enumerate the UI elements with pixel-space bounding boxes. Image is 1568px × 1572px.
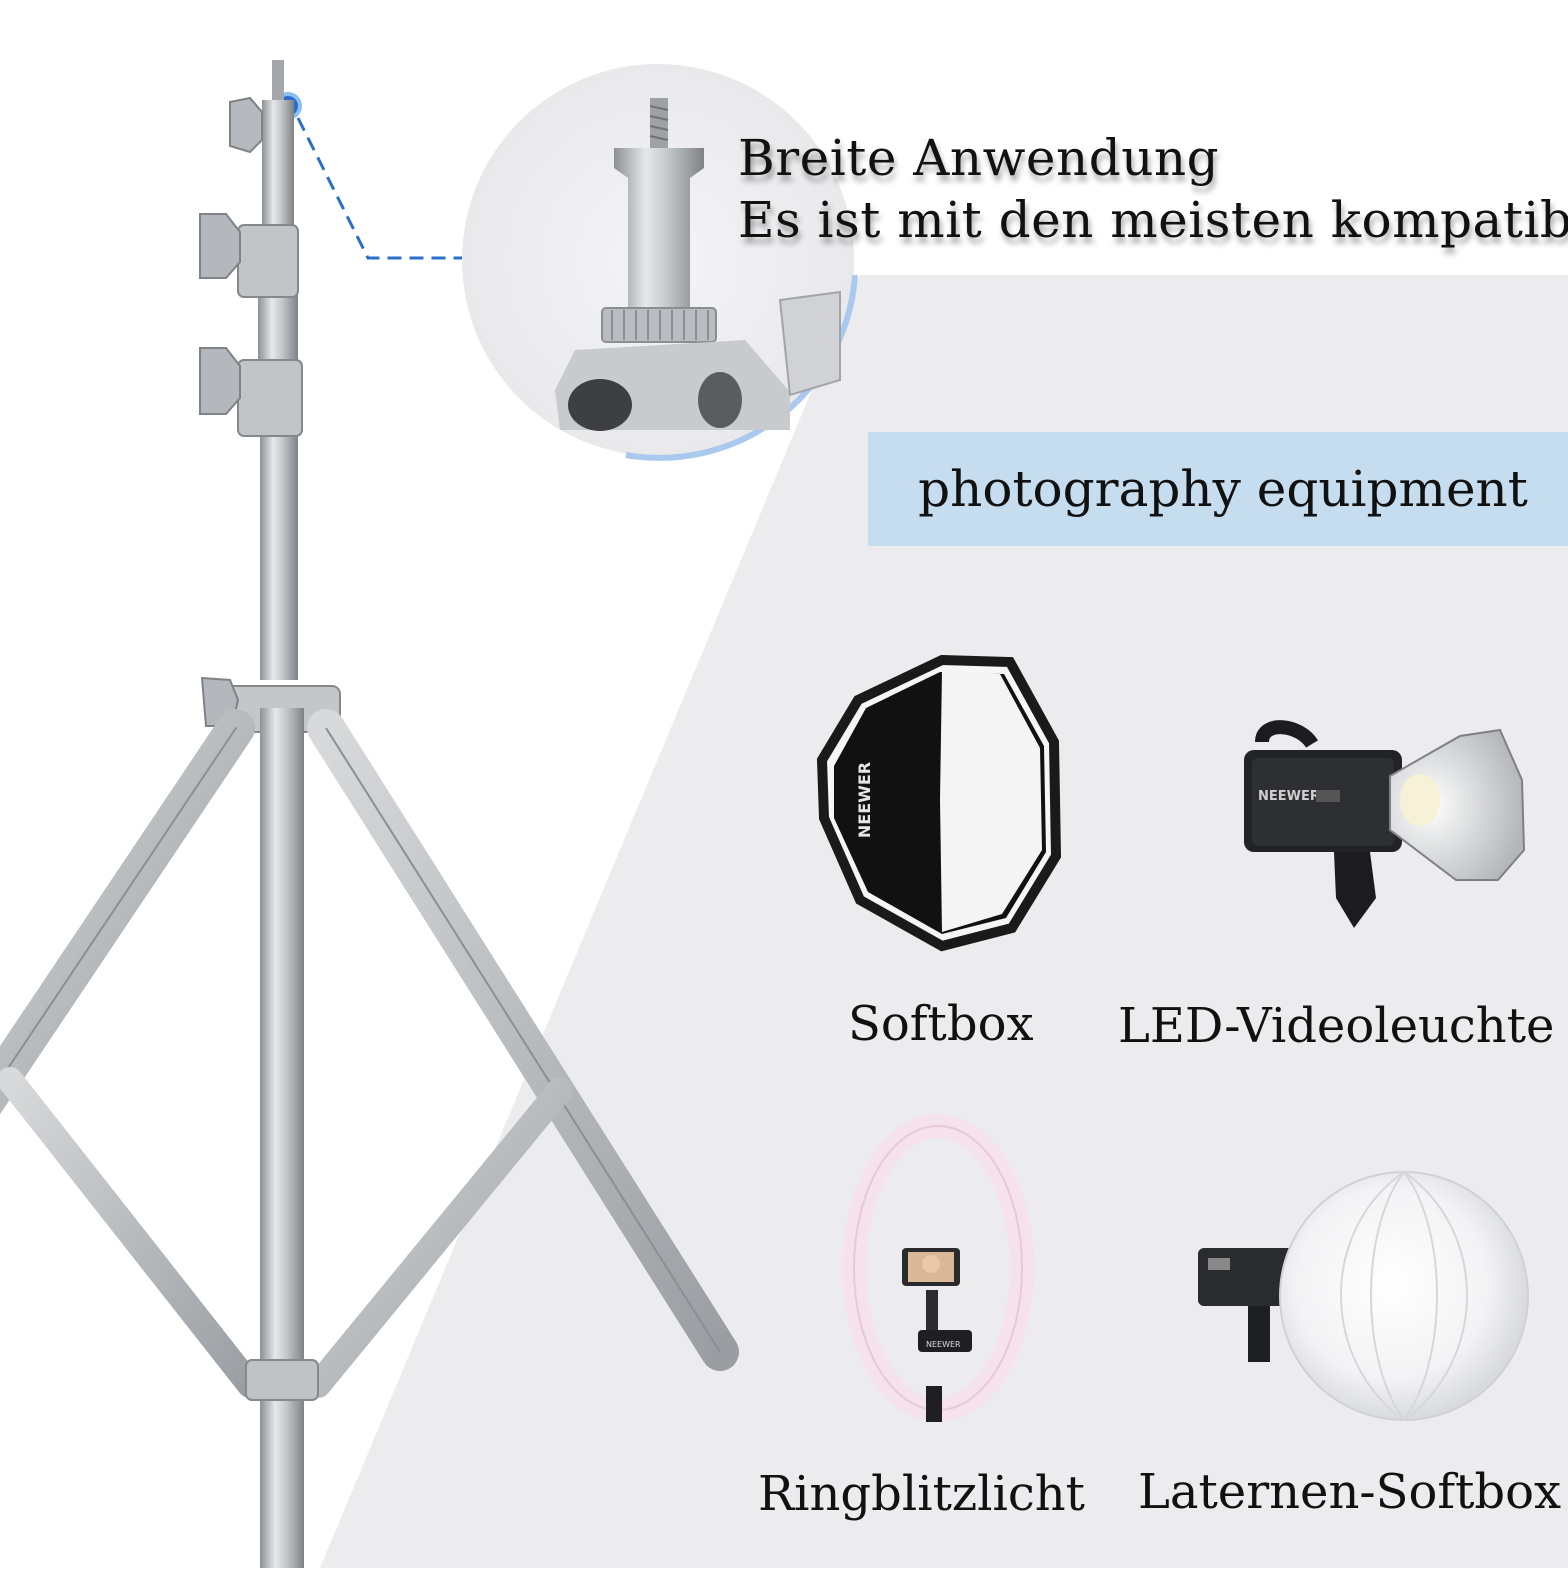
product-label-ringblitzlicht: Ringblitzlicht [758,1466,1085,1522]
product-label-led-videoleuchte: LED-Videoleuchte [1118,998,1555,1054]
light-stand-illustration [0,60,739,1568]
softbox-brand-logo: NEEWER [855,762,874,838]
led-videoleuchte-image: NEEWER [1244,720,1526,928]
softbox-image: NEEWER [816,654,1062,952]
category-banner: photography equipment [868,432,1568,546]
product-label-laternen-softbox: Laternen-Softbox [1138,1464,1562,1520]
ringblitzlicht-image: NEEWER [842,1114,1034,1422]
category-banner-text: photography equipment [918,460,1528,518]
product-label-softbox: Softbox [848,996,1034,1052]
svg-text:NEEWER: NEEWER [1258,789,1320,804]
callout-dashed-line [296,117,462,260]
laternen-softbox-image [1198,1171,1529,1421]
headline-title: Breite Anwendung [738,129,1220,187]
headline-subtitle: Es ist mit den meisten kompatibel [738,191,1568,249]
spigot-zoom-circle [462,64,858,461]
svg-text:NEEWER: NEEWER [926,1340,961,1349]
